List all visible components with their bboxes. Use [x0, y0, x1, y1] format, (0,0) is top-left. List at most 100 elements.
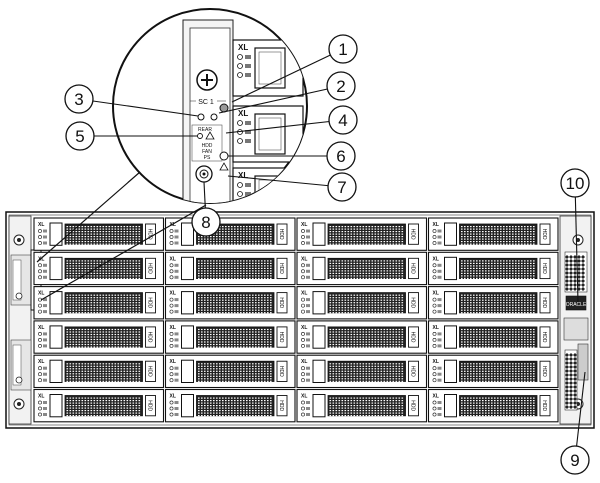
drive-release-latch[interactable]	[312, 325, 326, 349]
drive-label: HDD	[541, 400, 547, 411]
drive-label: HDD	[410, 297, 416, 308]
svg-text:XL: XL	[301, 222, 307, 228]
drive-led-column: XL	[433, 222, 442, 245]
drive-label: HDD	[410, 263, 416, 274]
drive-led-column: XL	[38, 394, 47, 417]
svg-text:XL: XL	[38, 325, 44, 331]
callout-4: 4	[225, 105, 358, 135]
drive-release-latch[interactable]	[49, 394, 63, 418]
drive-label: HDD	[410, 400, 416, 411]
right-vent-grille	[564, 251, 588, 411]
drive-release-latch[interactable]	[312, 222, 326, 246]
drive-led-column: XL	[38, 291, 47, 314]
svg-text:XL: XL	[170, 359, 176, 365]
drive-release-latch[interactable]	[181, 359, 194, 384]
controller-label: SC 1	[198, 99, 214, 106]
drive-release-latch[interactable]	[312, 359, 326, 384]
drive-release-latch[interactable]	[49, 291, 63, 315]
drive-label: HDD	[147, 332, 153, 343]
drive-label: HDD	[541, 229, 547, 240]
rack-badge: ORACLE	[566, 302, 587, 308]
zoom-leader-left	[36, 171, 141, 263]
callout-number: 6	[336, 147, 345, 166]
drive-label: HDD	[278, 229, 284, 240]
drive-release-latch[interactable]	[444, 325, 457, 349]
drive-led-column: XL	[170, 394, 179, 417]
drive-release-latch[interactable]	[444, 291, 457, 315]
svg-text:XL: XL	[38, 394, 44, 400]
drive-bay[interactable]: XL HDD	[427, 388, 559, 423]
drive-release-latch[interactable]	[181, 291, 194, 315]
drive-label: HDD	[278, 332, 284, 343]
callout-number: 5	[75, 127, 84, 146]
callout-10: 10	[560, 168, 590, 303]
drive-release-latch[interactable]	[181, 222, 194, 246]
drive-release-latch[interactable]	[444, 222, 457, 246]
callout-number: 1	[338, 40, 347, 59]
drive-led-column: XL	[38, 359, 47, 383]
drive-release-latch[interactable]	[181, 256, 194, 281]
left-mounting-ear	[8, 215, 32, 425]
callout-3: 3	[64, 84, 199, 117]
callout-number: 10	[566, 174, 585, 193]
ps-label: PS	[204, 155, 211, 161]
drive-release-latch[interactable]	[312, 291, 326, 315]
drive-led-column: XL	[301, 256, 310, 280]
drive-release-latch[interactable]	[444, 256, 457, 281]
drive-bay[interactable]: XL HDD	[33, 320, 165, 354]
drive-release-latch[interactable]	[312, 394, 326, 418]
drive-led-column: XL	[433, 256, 442, 280]
hdd-label: HDD	[202, 143, 213, 149]
drive-led-column: XL	[433, 291, 442, 314]
drive-label: HDD	[541, 366, 547, 377]
drive-bay[interactable]: XL HDD	[296, 251, 428, 286]
drive-led-column: XL	[170, 291, 179, 314]
svg-text:XL: XL	[433, 222, 439, 228]
svg-text:XL: XL	[170, 291, 176, 297]
drive-grid: XL HDD XL HDD XL HDD XL HDD XL HDD XL HDD XL HDD XL HDD…	[33, 217, 559, 423]
callout-5: 5	[65, 121, 198, 151]
callout-6: 6	[228, 141, 356, 171]
svg-text:XL: XL	[170, 394, 176, 400]
svg-text:XL: XL	[38, 359, 44, 365]
drive-release-latch[interactable]	[312, 256, 326, 281]
drive-label: HDD	[147, 263, 153, 274]
callout-number: 8	[201, 213, 210, 232]
svg-text:XL: XL	[301, 359, 307, 365]
drive-led-column: XL	[301, 222, 310, 245]
callout-number: 2	[336, 77, 345, 96]
drive-release-latch[interactable]	[49, 359, 63, 384]
drive-led-column: XL	[433, 394, 442, 417]
drive-release-latch[interactable]	[444, 394, 457, 418]
drive-release-latch[interactable]	[181, 394, 194, 418]
drive-release-latch[interactable]	[49, 325, 63, 349]
drive-release-latch[interactable]	[444, 359, 457, 384]
drive-release-latch[interactable]	[49, 256, 63, 281]
callout-2: 2	[218, 71, 356, 114]
drive-label: HDD	[147, 229, 153, 240]
drive-label: HDD	[278, 263, 284, 274]
drive-release-latch[interactable]	[181, 325, 194, 349]
drive-bay[interactable]: XL HDD	[427, 217, 559, 251]
